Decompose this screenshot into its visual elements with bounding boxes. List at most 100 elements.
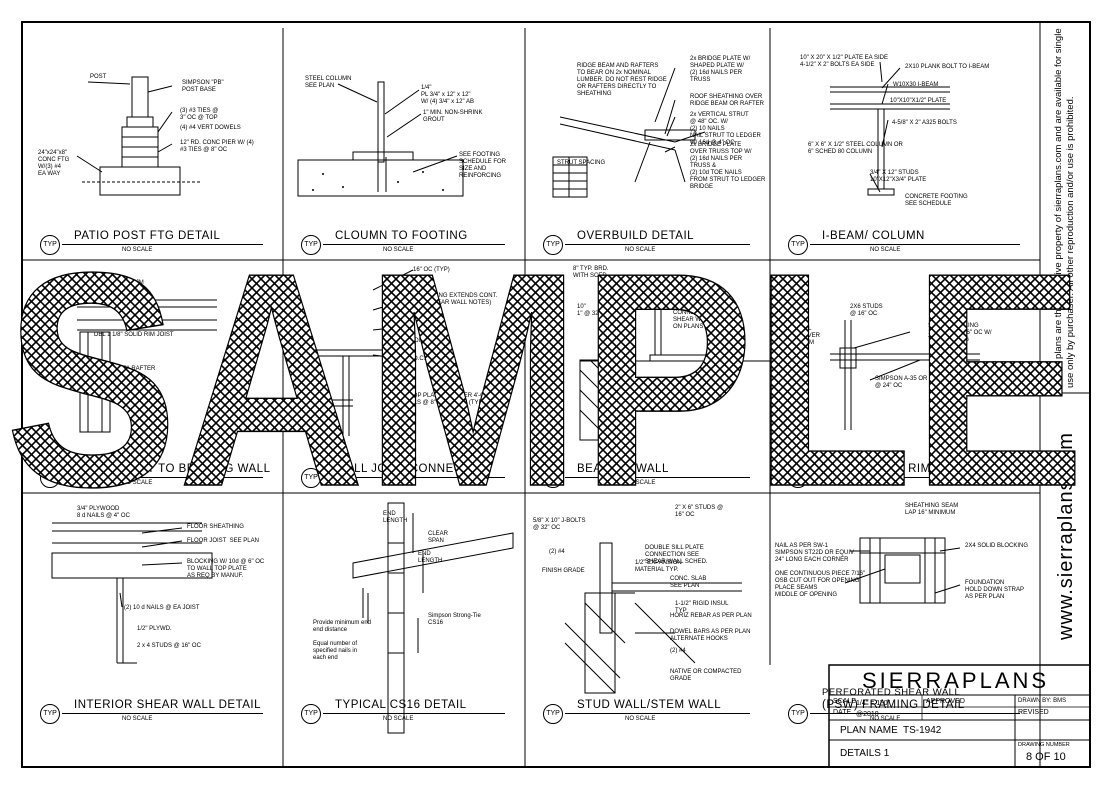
detail-note: 1/4" PL 3/4" x 12" x 12" W/ (4) 3/4" x 1… [421, 85, 474, 105]
detail-title: BEARING WALL [577, 463, 669, 475]
detail-note: SHEATHING EXTENDS CONT. (SEE SHEAR WALL … [413, 293, 498, 306]
detail-note: ONE CONTINUOUS PIECE 7/16" OSB CUT OUT F… [775, 571, 866, 598]
title-underline [565, 713, 750, 714]
scale-note: NO SCALE [625, 247, 656, 253]
detail-note: 6" X 6" X 1/2" STEEL COLUMN OR 6" SCHED … [808, 142, 903, 155]
typ-marker: TYP [301, 468, 321, 488]
title-underline [323, 713, 505, 714]
detail-note: Equal number of specified nails in each … [313, 641, 358, 661]
detail-drawing [844, 537, 961, 604]
detail-note: O.C. MAX [413, 356, 441, 362]
detail-note: (2) #4 CONT. [655, 384, 691, 390]
detail-note: SEE FOOTING SCHEDULE FOR SIZE AND REINFO… [459, 152, 507, 179]
detail-note: 2x VERTICAL STRUT @ 48" OC. W/ (2) 10 NA… [690, 112, 761, 146]
detail-note: SOLID BLOCKING 10d NAILS @ 6" OC W/ TO B… [928, 323, 992, 343]
detail-title: CLOUMN TO FOOTING [335, 230, 468, 242]
detail-note: (4) #4 VERT DOWELS [180, 125, 241, 131]
detail-note: 5" [403, 320, 409, 326]
firm-name: SIERRAPLANS [862, 668, 1050, 693]
detail-note: (2) 10 d NAILS @ EA JOIST [124, 605, 200, 611]
scale-note: NO SCALE [870, 247, 901, 253]
detail-note: FINISH GRADE [542, 568, 585, 574]
typ-marker: TYP [788, 235, 808, 255]
detail-title: OVERBUILD DETAIL [577, 230, 695, 242]
detail-title: (PSW) FRAMING DETAIL [822, 699, 965, 711]
detail-note: STRUT SPACING [557, 160, 606, 166]
scale-label: SCALE [833, 698, 856, 705]
detail-drawing [552, 67, 706, 198]
detail-note: 1" MIN. NON-SHRINK GROUT [423, 110, 483, 123]
detail-note: 16" OC (TYP) [413, 267, 450, 273]
detail-note: 2" X 6" STUDS @ 16" OC [675, 505, 724, 518]
detail-note: 5/8" X 10" J-BOLTS @ 32" OC [533, 518, 586, 531]
scale-note: NO SCALE [870, 716, 901, 722]
detail-title: FLOOR JOIST TO BEARING WALL [74, 463, 271, 475]
detail-note: 1/2" PLYWD. [137, 626, 172, 632]
typ-marker: TYP [301, 704, 321, 724]
detail-note: 4-5/8" X 2" A325 BOLTS [892, 120, 957, 126]
plan-name-value: TS-1942 [903, 725, 942, 736]
detail-note: LD WALL [140, 432, 166, 438]
detail-note: STEEL COLUMN SEE PLAN [305, 76, 352, 89]
detail-note: BLOCKING W/ 10d @ 6" OC TO WALL TOP PLAT… [187, 559, 265, 579]
typ-marker: TYP [543, 468, 563, 488]
typ-marker: TYP [543, 235, 563, 255]
detail-note: CLEAR SPAN [428, 531, 449, 544]
detail-note: PANEL BY TJM [102, 280, 144, 286]
typ-marker: TYP [543, 704, 563, 724]
detail-note: 2 x 4 STUDS @ 16" OC [137, 643, 201, 649]
date-label: DATE [833, 709, 852, 716]
detail-note: (2) #4 [670, 648, 686, 654]
detail-drawing [51, 522, 213, 664]
detail-note: HORIZ REBAR AS PER PLAN [670, 613, 752, 619]
typ-marker: TYP [40, 468, 60, 488]
scale-note: NO SCALE [383, 247, 414, 253]
typ-marker: TYP [301, 235, 321, 255]
detail-title: TYPICAL CS16 DETAIL [335, 699, 467, 711]
detail-note: (2) #4 [549, 549, 565, 555]
scale-note: NO SCALE [383, 716, 414, 722]
detail-note: END LENGTH [418, 551, 443, 564]
detail-title-top: PERFORATED SHEAR WALL [822, 687, 961, 698]
detail-note: 8" TYP. BRD. WITH SCED. [573, 266, 609, 279]
detail-drawing [830, 61, 950, 196]
scale-note: NO SCALE [122, 247, 153, 253]
detail-title: SHEAR WALL/ RIM JOIST [822, 463, 970, 475]
detail-drawing [297, 81, 464, 197]
detail-note: RIDGE BEAM AND RAFTERS TO BEAR ON 2x NOM… [577, 63, 667, 97]
scale-value: 1/4" = 1'-0" [856, 700, 891, 707]
typ-marker: TYP [788, 468, 808, 488]
detail-drawing [76, 76, 202, 196]
detail-note: 2X10 PLANK BOLT TO I-BEAM [905, 64, 990, 70]
detail-note: FOUNDATION HOLD DOWN STRAP AS PER PLAN [965, 580, 1025, 600]
detail-title: PATIO POST FTG DETAIL [74, 230, 221, 242]
detail-note: 12" RD. CONC PIER W/ (4) #3 TIES @ 8" OC [180, 140, 254, 153]
detail-cell: 10" X 20" X 1/2" PLATE EA SIDE 4-1/2" X … [770, 22, 1040, 260]
detail-note: FLOOR SHEATHING [187, 524, 244, 530]
title-underline [810, 244, 1020, 245]
detail-note: 24"x24"x8" CONC FTG W/(3) #4 EA WAY [38, 150, 70, 177]
detail-note: 3/4" X 12" STUDS 10"X12"X3/4" PLATE [870, 170, 927, 183]
detail-note: NATIVE OR COMPACTED GRADE [670, 669, 742, 682]
title-underline [62, 244, 263, 245]
detail-note: Simpson Strong-Tie CS16 [428, 613, 481, 626]
title-underline [323, 477, 505, 478]
scale-note: NO SCALE [625, 716, 656, 722]
detail-cell: 5/8" X 10" J-BOLTS @ 32" OC 2" X 6" STUDS… [525, 493, 770, 767]
detail-note: 3/4" PLYWOOD 8 d NAILS @ 4" OC [77, 506, 130, 519]
detail-drawing [564, 542, 742, 694]
detail-drawing [579, 305, 770, 441]
detail-drawing [77, 299, 217, 433]
detail-note: 1-1/2" RIGID INSUL TYP [675, 601, 729, 614]
detail-note: 10" 1" @ 32" OC [577, 304, 612, 317]
detail-note: CONCRETE FOOTING SEE SCHEDULE [905, 194, 968, 207]
title-underline [810, 713, 1020, 714]
detail-note: Provide minimum end end distance [313, 620, 372, 633]
title-underline [810, 477, 1020, 478]
detail-note: (3) #3 TIES @ 3" OC @ TOP [180, 108, 219, 121]
detail-note: 2x BRIDGE PLATE W/ SHAPED PLATE W/ (2) 1… [690, 56, 751, 83]
